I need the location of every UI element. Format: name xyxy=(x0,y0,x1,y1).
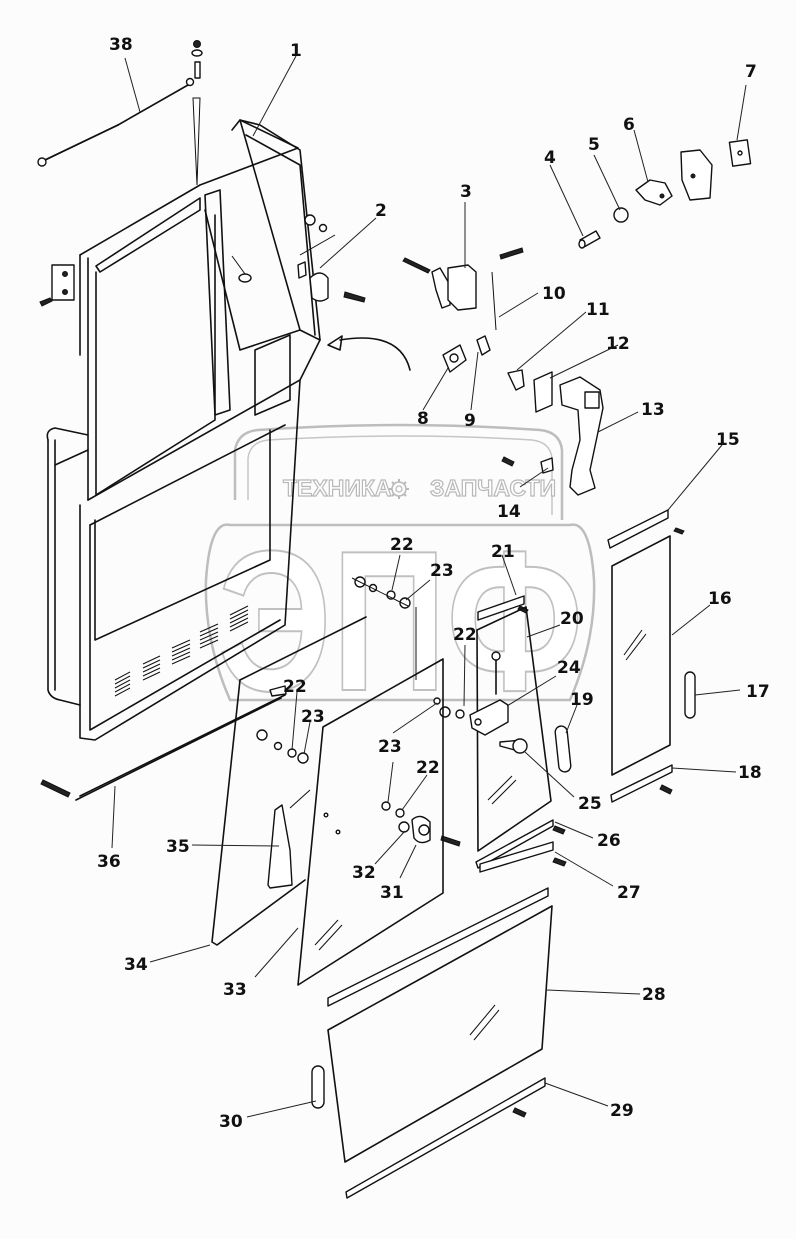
callout-31: 31 xyxy=(380,883,404,903)
callout-32: 32 xyxy=(352,863,376,883)
washer-stack-upper xyxy=(351,576,417,680)
left-channel-assembly xyxy=(40,616,367,946)
lower-glass-28 xyxy=(327,887,553,1163)
callout-9: 9 xyxy=(464,411,476,431)
handle-parts xyxy=(507,369,604,496)
callout-20: 20 xyxy=(560,609,584,629)
door-frame xyxy=(46,119,321,741)
watermark-right-word: ЗАПЧАСТИ xyxy=(430,475,556,501)
callout-21: 21 xyxy=(491,542,515,562)
callout-2: 2 xyxy=(375,201,387,221)
callout-19: 19 xyxy=(570,690,594,710)
callout-26: 26 xyxy=(597,831,621,851)
callout-8: 8 xyxy=(417,409,429,429)
leader-lines xyxy=(111,55,747,1118)
callout-28: 28 xyxy=(642,985,666,1005)
washer-stack-lower xyxy=(381,801,461,847)
callout-30: 30 xyxy=(219,1112,243,1132)
nut xyxy=(238,273,252,283)
door-latch xyxy=(402,247,524,331)
callout-1: 1 xyxy=(290,41,302,61)
curved-arrow xyxy=(339,337,411,371)
center-glass-assembly xyxy=(469,595,572,869)
callout-6: 6 xyxy=(623,115,635,135)
callout-22-left: 22 xyxy=(283,677,307,697)
callout-13: 13 xyxy=(641,400,665,420)
watermark-left-word: ТЕХНИКА xyxy=(283,475,392,501)
callout-23-left: 23 xyxy=(301,707,325,727)
watermark-banner-inner xyxy=(247,435,553,515)
callout-23-lower: 23 xyxy=(378,737,402,757)
callout-11: 11 xyxy=(586,300,610,320)
callout-38: 38 xyxy=(109,35,133,55)
washer-stack-middle xyxy=(433,697,465,719)
clip-14 xyxy=(540,457,554,474)
right-glass-assembly xyxy=(607,509,696,803)
callout-29: 29 xyxy=(610,1101,634,1121)
callout-18: 18 xyxy=(738,763,762,783)
callout-34: 34 xyxy=(124,955,148,975)
callout-14: 14 xyxy=(497,502,521,522)
arrow-head-icon xyxy=(327,335,343,351)
callout-17: 17 xyxy=(746,682,770,702)
lock-parts xyxy=(578,139,752,249)
hinge xyxy=(39,264,75,307)
callout-4: 4 xyxy=(544,148,556,168)
callout-25: 25 xyxy=(578,794,602,814)
strut-pointer xyxy=(192,97,201,186)
sliding-glass-33 xyxy=(297,658,444,986)
vent-slots xyxy=(114,605,249,697)
callout-27: 27 xyxy=(617,883,641,903)
callout-33: 33 xyxy=(223,980,247,1000)
callout-22-upper: 22 xyxy=(390,535,414,555)
callout-24: 24 xyxy=(557,658,581,678)
channel-27 xyxy=(479,841,554,873)
callout-3: 3 xyxy=(460,182,472,202)
watermark-banner xyxy=(233,423,564,520)
screw xyxy=(501,456,515,467)
washer-stack-left xyxy=(256,729,309,764)
striker-plate xyxy=(297,214,366,303)
watermark-logo-shield xyxy=(204,523,596,702)
callout-labels: 1 2 3 4 5 6 7 8 9 10 11 12 13 14 15 16 1… xyxy=(97,35,770,1132)
bottom-channel xyxy=(311,1065,546,1199)
callout-36: 36 xyxy=(97,852,121,872)
callout-23-upper: 23 xyxy=(430,561,454,581)
callout-22-lower: 22 xyxy=(416,758,440,778)
callout-10: 10 xyxy=(542,284,566,304)
callout-22-middle: 22 xyxy=(453,625,477,645)
small-bracket xyxy=(476,335,491,356)
callout-15: 15 xyxy=(716,430,740,450)
callout-7: 7 xyxy=(745,62,757,82)
callout-16: 16 xyxy=(708,589,732,609)
callout-5: 5 xyxy=(588,135,600,155)
callout-12: 12 xyxy=(606,334,630,354)
callout-35: 35 xyxy=(166,837,190,857)
gas-strut xyxy=(37,40,203,167)
gear-icon xyxy=(389,479,409,499)
